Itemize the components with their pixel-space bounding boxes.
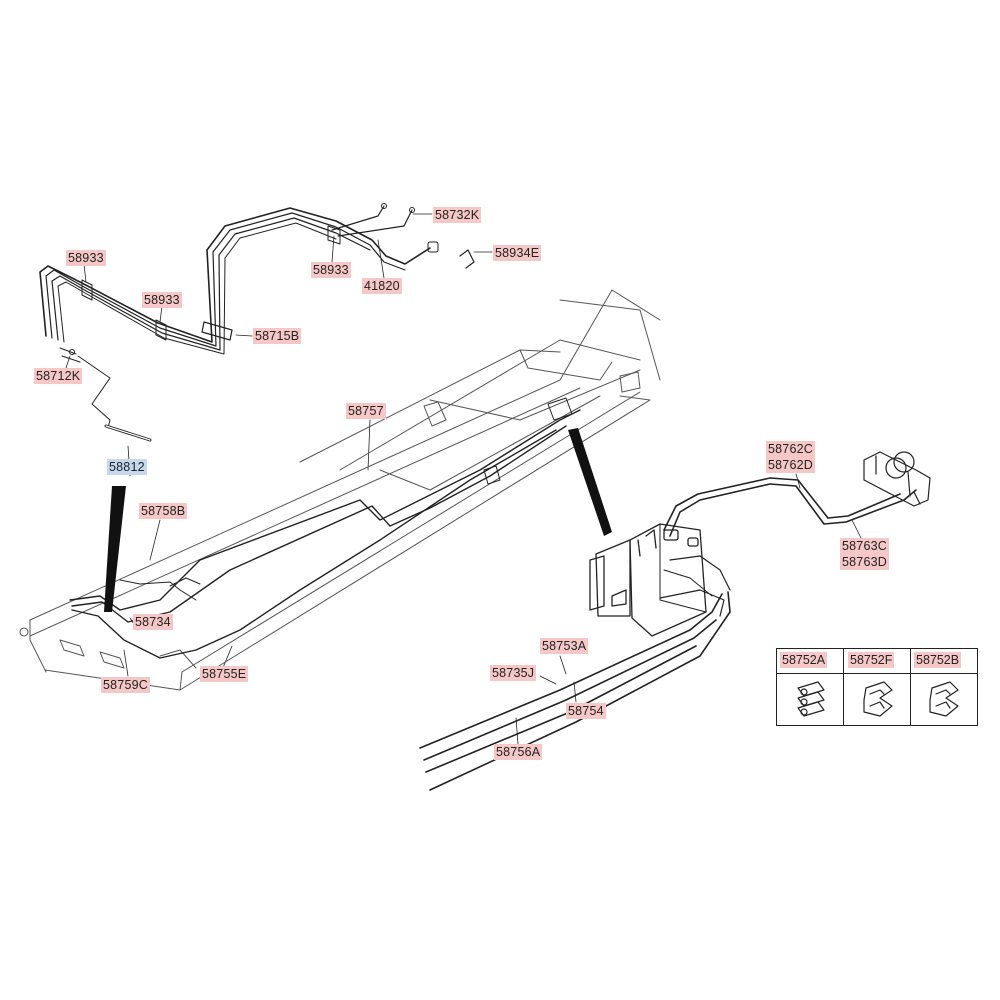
part-label-41820[interactable]: 41820: [362, 278, 402, 294]
legend-header-58752B[interactable]: 58752B: [914, 652, 962, 668]
part-label-58933-left[interactable]: 58933: [66, 250, 106, 266]
part-label-58734[interactable]: 58734: [133, 614, 173, 630]
part-label-58762D[interactable]: 58762D: [766, 457, 815, 473]
part-label-58933-middle[interactable]: 58933: [142, 292, 182, 308]
leader-lines: [65, 213, 863, 745]
hecu-module: [589, 523, 731, 637]
flex-hose: [77, 355, 152, 442]
brake-line-clip-icon: [844, 674, 910, 725]
clip-legend-table: [776, 648, 978, 726]
part-label-58759C[interactable]: 58759C: [101, 677, 150, 693]
part-label-58755E[interactable]: 58755E: [200, 666, 249, 682]
part-label-58762C[interactable]: 58762C: [766, 441, 815, 457]
part-label-58933-right[interactable]: 58933: [311, 262, 351, 278]
legend-header-58752F[interactable]: 58752F: [848, 652, 895, 668]
brake-line-clip-icon: [911, 674, 977, 725]
callout-arrows: [104, 428, 612, 612]
part-label-58812[interactable]: 58812: [107, 459, 147, 475]
part-label-58715B[interactable]: 58715B: [253, 328, 302, 344]
part-label-58934E[interactable]: 58934E: [493, 245, 542, 261]
part-label-58753A[interactable]: 58753A: [540, 638, 589, 654]
part-label-58757[interactable]: 58757: [346, 403, 386, 419]
rear-bracket: [863, 451, 931, 507]
legend-divider: [843, 649, 844, 725]
part-label-58756A[interactable]: 58756A: [494, 744, 543, 760]
legend-header-58752A[interactable]: 58752A: [780, 652, 828, 668]
part-label-58763D[interactable]: 58763D: [840, 554, 889, 570]
part-label-58712K[interactable]: 58712K: [34, 368, 83, 384]
part-label-58735J[interactable]: 58735J: [490, 665, 537, 681]
part-label-58732K[interactable]: 58732K: [433, 207, 482, 223]
legend-divider: [910, 649, 911, 725]
upper-brake-tube-assembly: [39, 203, 475, 363]
part-label-58763C[interactable]: 58763C: [840, 538, 889, 554]
part-label-58754[interactable]: 58754: [566, 703, 606, 719]
brake-line-clip-icon: [777, 674, 843, 725]
legend-clip-icons: [797, 681, 959, 717]
legend-divider: [777, 673, 977, 674]
part-label-58758B[interactable]: 58758B: [139, 503, 188, 519]
frame-brake-lines: [69, 397, 581, 659]
